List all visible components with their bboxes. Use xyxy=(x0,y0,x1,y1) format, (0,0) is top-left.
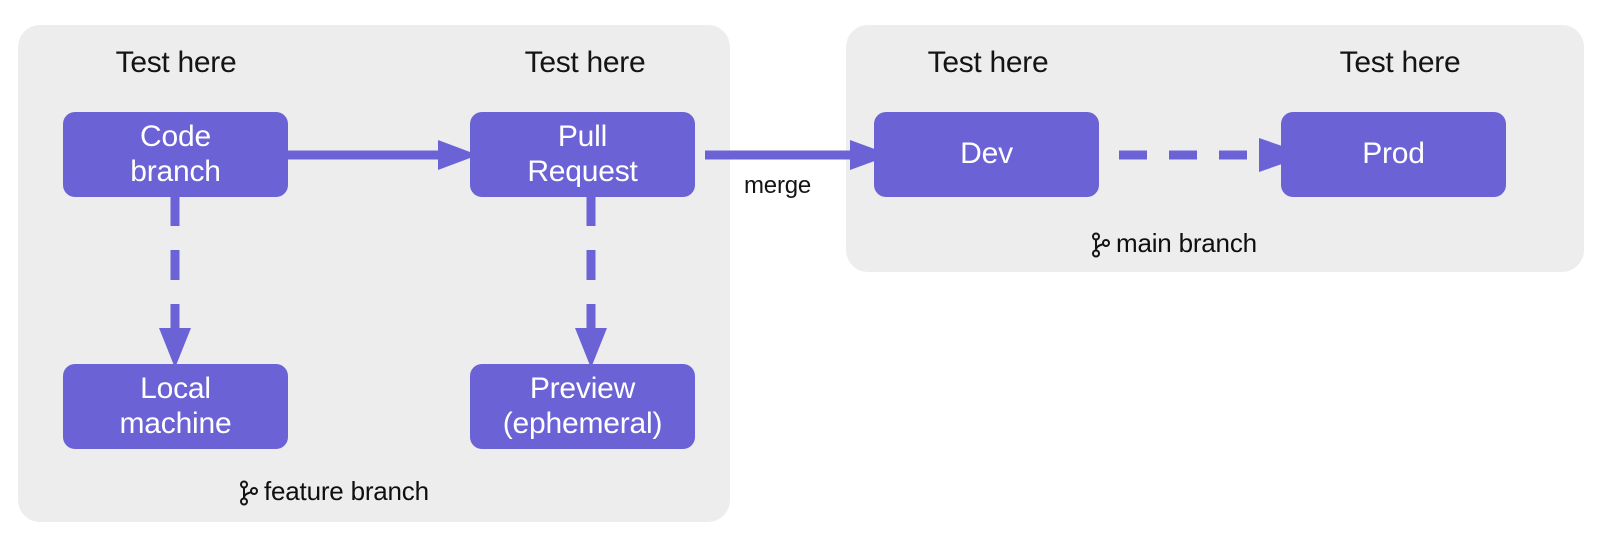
group-label-main-branch-text: main branch xyxy=(1116,228,1257,258)
group-label-feature-branch-text: feature branch xyxy=(264,476,429,506)
node-preview[interactable]: Preview (ephemeral) xyxy=(470,364,695,449)
git-branch-icon xyxy=(1092,232,1110,258)
caption-dev: Test here xyxy=(927,46,1049,79)
caption-prod: Test here xyxy=(1339,46,1461,79)
node-code-branch[interactable]: Code branch xyxy=(63,112,288,197)
edge-label-merge: merge xyxy=(740,172,816,200)
edge-pull-request-to-preview xyxy=(574,196,608,368)
node-pull-request[interactable]: Pull Request xyxy=(470,112,695,197)
group-label-feature-branch: feature branch xyxy=(240,476,429,507)
edge-pull-request-to-dev xyxy=(705,138,893,172)
node-local-machine[interactable]: Local machine xyxy=(63,364,288,449)
caption-pull-request: Test here xyxy=(524,46,646,79)
node-dev[interactable]: Dev xyxy=(874,112,1099,197)
node-prod[interactable]: Prod xyxy=(1281,112,1506,197)
edge-code-branch-to-pull-request xyxy=(288,138,480,172)
edge-code-branch-to-local-machine xyxy=(158,196,192,368)
git-branch-icon xyxy=(240,480,258,506)
caption-code-branch: Test here xyxy=(115,46,237,79)
group-label-main-branch: main branch xyxy=(1092,228,1257,259)
